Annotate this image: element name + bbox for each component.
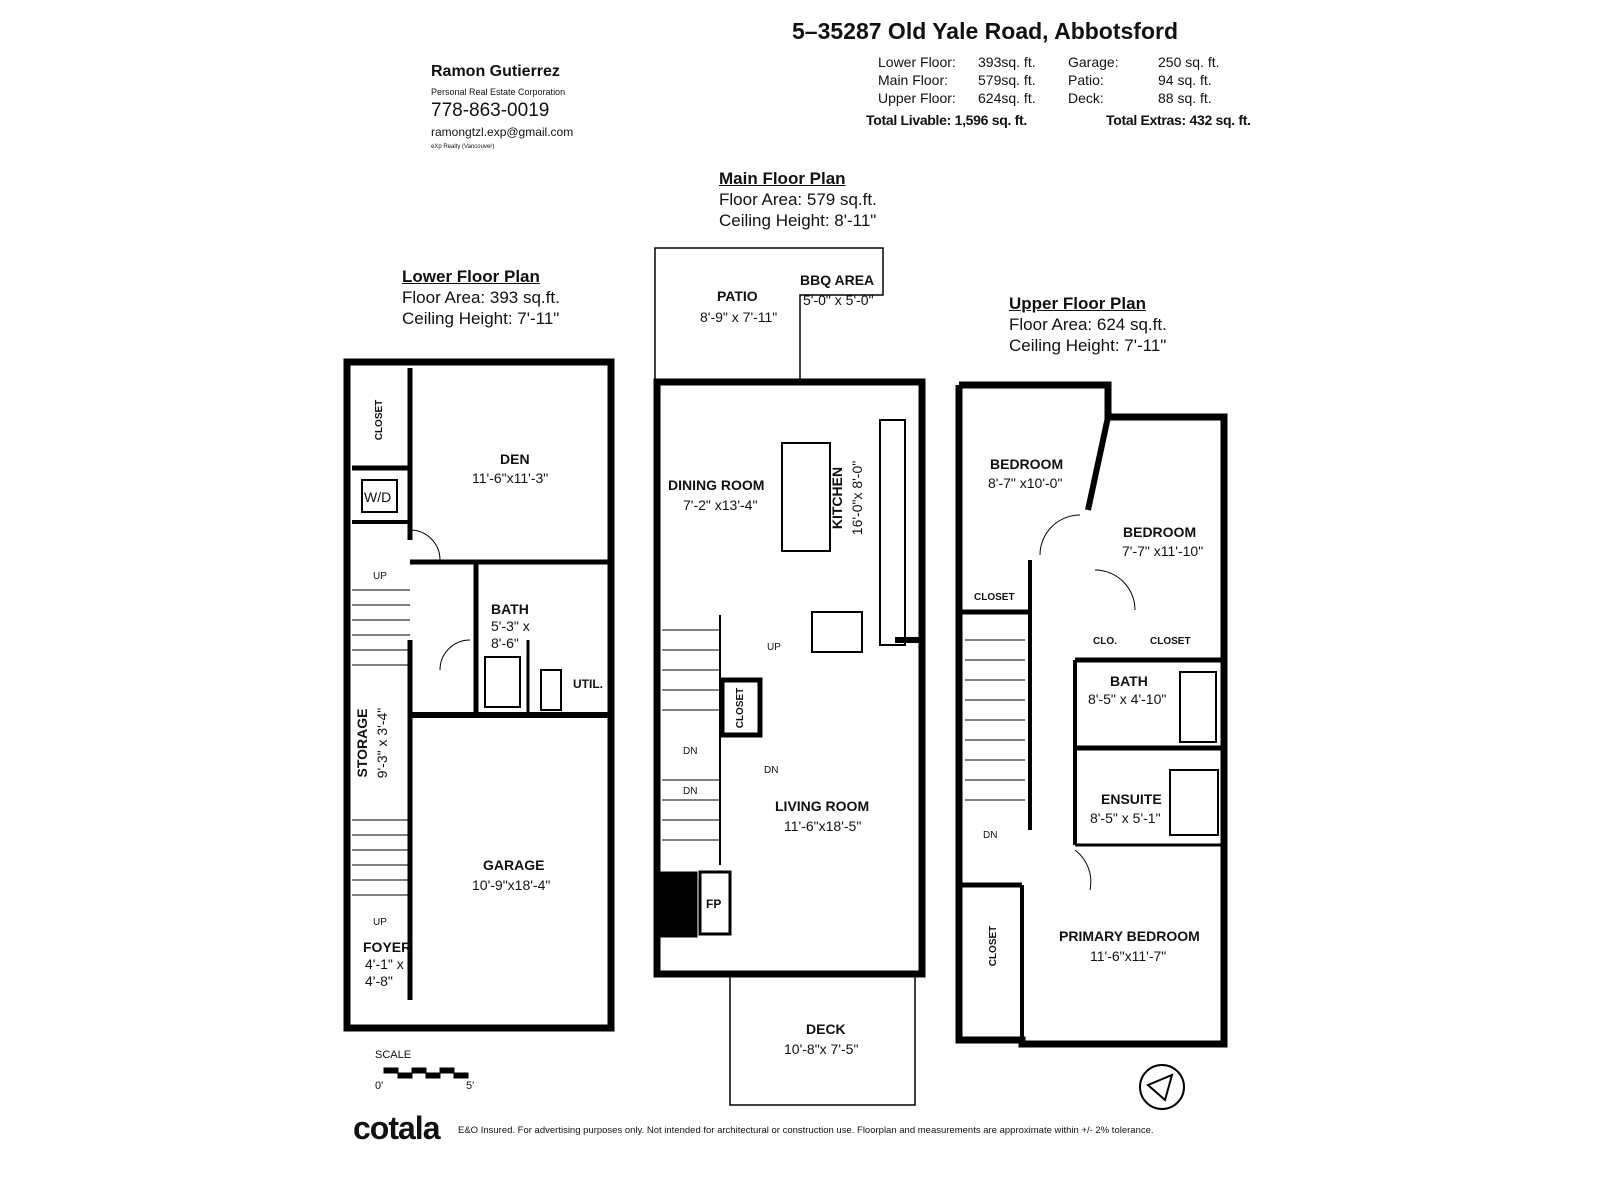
stairs-down-label: DN	[683, 786, 698, 797]
room-closet: CLOSET	[735, 687, 746, 729]
scale-bar	[383, 1067, 469, 1079]
total-livable: Total Livable: 1,596 sq. ft.	[866, 112, 1027, 128]
room-dining: DINING ROOM	[668, 477, 765, 493]
room-storage: STORAGE	[354, 708, 370, 778]
scale-label: SCALE	[375, 1049, 412, 1061]
agent-phone[interactable]: 778-863-0019	[431, 100, 550, 121]
room-bath-dim: 8'-5" x 4'-10"	[1088, 691, 1167, 707]
room-bath-dim: 8'-6"	[491, 635, 519, 651]
stat-value: 88 sq. ft.	[1158, 90, 1212, 106]
room-bath-dim: 5'-3" x	[491, 618, 530, 634]
total-extras-value: 432 sq. ft.	[1189, 112, 1251, 128]
room-patio-dim: 8'-9" x 7'-11"	[700, 309, 778, 325]
lower-plan-heading: Lower Floor Plan Floor Area: 393 sq.ft. …	[402, 267, 560, 329]
stat-value: 393sq. ft.	[978, 54, 1036, 70]
fireplace: FP	[706, 897, 722, 911]
room-kitchen: KITCHEN	[829, 466, 845, 530]
stat-label: Deck:	[1068, 90, 1104, 106]
stat-label: Lower Floor:	[878, 54, 956, 70]
room-closet: CLOSET	[988, 925, 999, 967]
plan-ceiling: Ceiling Height: 8'-11"	[719, 211, 877, 230]
room-living: LIVING ROOM	[775, 798, 870, 814]
room-closet: CLOSET	[1150, 636, 1191, 647]
room-den: DEN	[500, 451, 530, 467]
agent-name: Ramon Gutierrez	[431, 63, 560, 80]
room-dining-dim: 7'-2" x13'-4"	[683, 497, 758, 513]
total-livable-label: Total Livable:	[866, 112, 951, 128]
extra-areas: Garage: 250 sq. ft. Patio: 94 sq. ft. Deck…	[1068, 53, 1219, 107]
room-storage-dim: 9'-3" x 3'-4"	[374, 707, 390, 779]
stat-label: Upper Floor:	[878, 90, 956, 106]
plan-ceiling: Ceiling Height: 7'-11"	[1009, 336, 1167, 355]
plan-title: Upper Floor Plan	[1009, 294, 1146, 313]
stat-value: 94 sq. ft.	[1158, 72, 1212, 88]
plan-title: Main Floor Plan	[719, 169, 846, 188]
scale-start: 0'	[375, 1080, 384, 1092]
lower-floor-walls	[343, 358, 615, 1032]
room-garage: GARAGE	[483, 857, 545, 873]
room-closet: CLOSET	[374, 399, 385, 441]
room-primary-bedroom-dim: 11'-6"x11'-7"	[1090, 948, 1167, 964]
disclaimer: E&O Insured. For advertising purposes on…	[458, 1125, 1154, 1136]
plan-title: Lower Floor Plan	[402, 267, 540, 286]
stairs-up-label: UP	[767, 642, 781, 653]
total-extras-label: Total Extras:	[1106, 112, 1186, 128]
floor-areas: Lower Floor: 393sq. ft. Main Floor: 579sq.…	[878, 53, 1036, 107]
room-primary-bedroom: PRIMARY BEDROOM	[1059, 928, 1200, 944]
stairs-down-label: DN	[683, 746, 698, 757]
room-bedroom: BEDROOM	[1123, 524, 1197, 540]
room-utility: UTIL.	[573, 677, 603, 691]
north-arrow-icon	[1139, 1064, 1185, 1110]
stat-value: 250 sq. ft.	[1158, 54, 1220, 70]
main-floor-walls	[653, 247, 926, 1106]
upper-floor-walls	[955, 381, 1228, 1048]
room-bath: BATH	[1110, 673, 1148, 689]
room-bedroom: BEDROOM	[990, 456, 1064, 472]
room-deck-dim: 10'-8"x 7'-5"	[784, 1041, 859, 1057]
room-kitchen-dim: 16'-0"x 8'-0"	[849, 460, 865, 536]
stairs-up-label: UP	[373, 917, 387, 928]
scale-end: 5'	[466, 1080, 475, 1092]
plan-area: Floor Area: 579 sq.ft.	[719, 190, 877, 209]
total-livable-value: 1,596 sq. ft.	[954, 112, 1028, 128]
stat-label: Garage:	[1068, 54, 1119, 70]
total-extras: Total Extras: 432 sq. ft.	[1106, 112, 1251, 128]
room-bbq-dim: 5'-0" x 5'-0"	[803, 292, 874, 308]
stat-label: Main Floor:	[878, 72, 949, 88]
room-bedroom-dim: 7'-7" x11'-10"	[1122, 543, 1204, 559]
plan-area: Floor Area: 393 sq.ft.	[402, 288, 560, 307]
room-closet: CLOSET	[974, 592, 1015, 603]
room-den-dim: 11'-6"x11'-3"	[472, 470, 549, 486]
room-patio: PATIO	[717, 288, 758, 304]
upper-plan-heading: Upper Floor Plan Floor Area: 624 sq.ft. …	[1009, 294, 1167, 356]
main-plan-heading: Main Floor Plan Floor Area: 579 sq.ft. C…	[719, 169, 877, 231]
agent-brokerage: eXp Realty (Vancouver)	[431, 144, 495, 150]
stat-label: Patio:	[1068, 72, 1104, 88]
plan-area: Floor Area: 624 sq.ft.	[1009, 315, 1167, 334]
washer-dryer: W/D	[364, 489, 392, 505]
room-closet: CLO.	[1093, 636, 1117, 647]
cotala-logo: cotala	[353, 1110, 440, 1146]
room-bbq: BBQ AREA	[800, 272, 875, 288]
agent-title: Personal Real Estate Corporation	[431, 87, 566, 97]
room-garage-dim: 10'-9"x18'-4"	[472, 877, 551, 893]
room-bath: BATH	[491, 601, 529, 617]
stat-value: 579sq. ft.	[978, 72, 1036, 88]
room-ensuite: ENSUITE	[1101, 791, 1162, 807]
room-foyer-dim: 4'-8"	[365, 973, 393, 989]
stat-value: 624sq. ft.	[978, 90, 1036, 106]
plan-ceiling: Ceiling Height: 7'-11"	[402, 309, 560, 328]
stairs-up-label: UP	[373, 571, 387, 582]
room-deck: DECK	[806, 1021, 846, 1037]
room-foyer-dim: 4'-1" x	[365, 956, 404, 972]
agent-email[interactable]: ramongtzl.exp@gmail.com	[431, 125, 574, 139]
room-ensuite-dim: 8'-5" x 5'-1"	[1090, 810, 1161, 826]
room-living-dim: 11'-6"x18'-5"	[784, 818, 862, 834]
room-foyer: FOYER	[363, 939, 412, 955]
property-address: 5–35287 Old Yale Road, Abbotsford	[792, 18, 1179, 44]
room-bedroom-dim: 8'-7" x10'-0"	[988, 475, 1063, 491]
stairs-down-label: DN	[764, 765, 779, 776]
stairs-down-label: DN	[983, 830, 998, 841]
